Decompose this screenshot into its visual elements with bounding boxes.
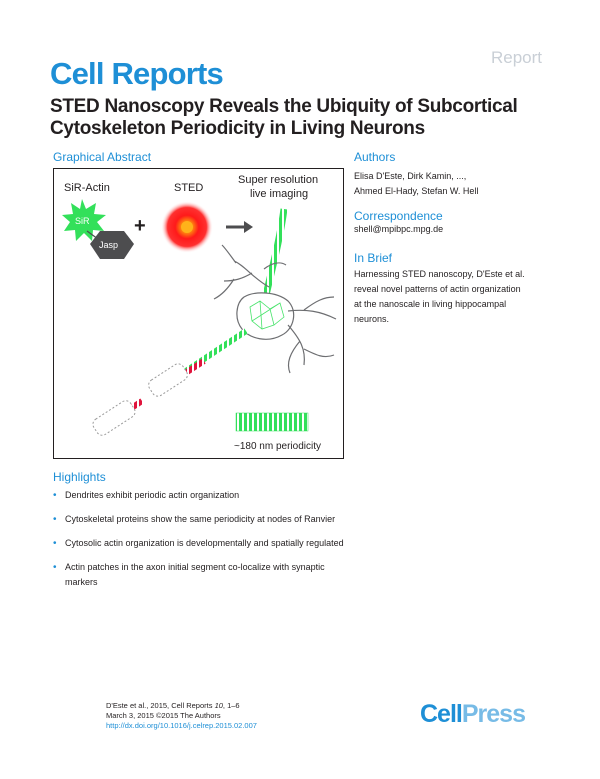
cellpress-logo: CellPress [420,700,526,729]
dendrite-branches-extra [213,262,287,300]
highlight-text: Actin patches in the axon initial segmen… [65,562,325,587]
authors-heading: Authors [354,150,396,164]
graphical-abstract-figure: SiR-Actin STED Super resolution live ima… [53,168,344,459]
authors-list: Elisa D'Este, Dirk Kamin, ..., Ahmed El-… [354,169,554,199]
highlight-item: • Actin patches in the axon initial segme… [53,560,353,590]
sir-actin-label: SiR-Actin [64,182,110,194]
authors-line-1: Elisa D'Este, Dirk Kamin, ..., [354,171,467,181]
periodicity-label: ~180 nm periodicity [234,441,321,452]
citation-footer: D'Este et al., 2015, Cell Reports 10, 1–… [106,701,257,731]
correspondence-heading: Correspondence [354,209,443,223]
super-resolution-label: Super resolution [238,174,318,186]
dendrite-branches-right [287,296,337,374]
graphical-abstract-heading: Graphical Abstract [53,150,152,164]
bullet-icon: • [53,514,57,525]
highlight-text: Dendrites exhibit periodic actin organiz… [65,490,240,500]
authors-line-2: Ahmed El-Hady, Stefan W. Hell [354,186,479,196]
myelin-sheath-2 [92,400,136,436]
citation-volume: 10 [214,701,223,710]
dendrite-branches-left [221,244,270,288]
sted-center [181,221,193,233]
sir-star-icon [62,199,106,241]
highlight-text: Cytoskeletal proteins show the same peri… [65,514,336,524]
soma [236,292,295,340]
jasp-hexagon-icon [90,231,134,259]
bullet-icon: • [53,538,57,549]
plus-sign: + [134,215,146,237]
myelin-sheath-1 [148,363,188,397]
doi-link[interactable]: http://dx.doi.org/10.1016/j.celrep.2015.… [106,721,257,730]
date-line: March 3, 2015 ©2015 The Authors [106,711,221,720]
citation-prefix: D'Este et al., 2015, Cell Reports [106,701,215,710]
citation-line: D'Este et al., 2015, Cell Reports 10, 1–… [106,701,257,711]
article-title: STED Nanoscopy Reveals the Ubiquity of S… [50,96,518,139]
highlights-heading: Highlights [53,470,106,484]
graphical-abstract-svg: SiR-Actin STED Super resolution live ima… [62,174,337,452]
highlight-item: • Cytosolic actin organization is develop… [53,536,353,551]
dendrite-top [262,208,288,296]
in-brief-heading: In Brief [354,251,393,265]
sir-label: SiR [75,216,90,226]
highlights-list: • Dendrites exhibit periodic actin organi… [53,488,353,599]
highlight-text: Cytosolic actin organization is developm… [65,538,344,548]
periodicity-bar [235,412,309,432]
citation-suffix: , 1–6 [222,701,240,710]
live-imaging-label: live imaging [250,188,308,200]
soma-actin-mesh [249,300,285,330]
sted-label: STED [174,182,203,194]
logo-part-2: Press [461,700,526,728]
jasp-label: Jasp [99,240,118,250]
axon-red-segment [182,358,206,377]
bullet-icon: • [53,562,57,573]
bullet-icon: • [53,490,57,501]
journal-title: Cell Reports [50,56,224,91]
arrow-right-icon [244,221,253,233]
logo-part-1: Cell [420,700,463,728]
in-brief-text: Harnessing STED nanoscopy, D'Este et al.… [354,269,525,324]
report-tag: Report [490,48,542,67]
highlight-item: • Dendrites exhibit periodic actin organi… [53,488,353,503]
highlight-item: • Cytoskeletal proteins show the same per… [53,512,353,527]
correspondence-email[interactable]: shell@mpibpc.mpg.de [354,224,444,234]
